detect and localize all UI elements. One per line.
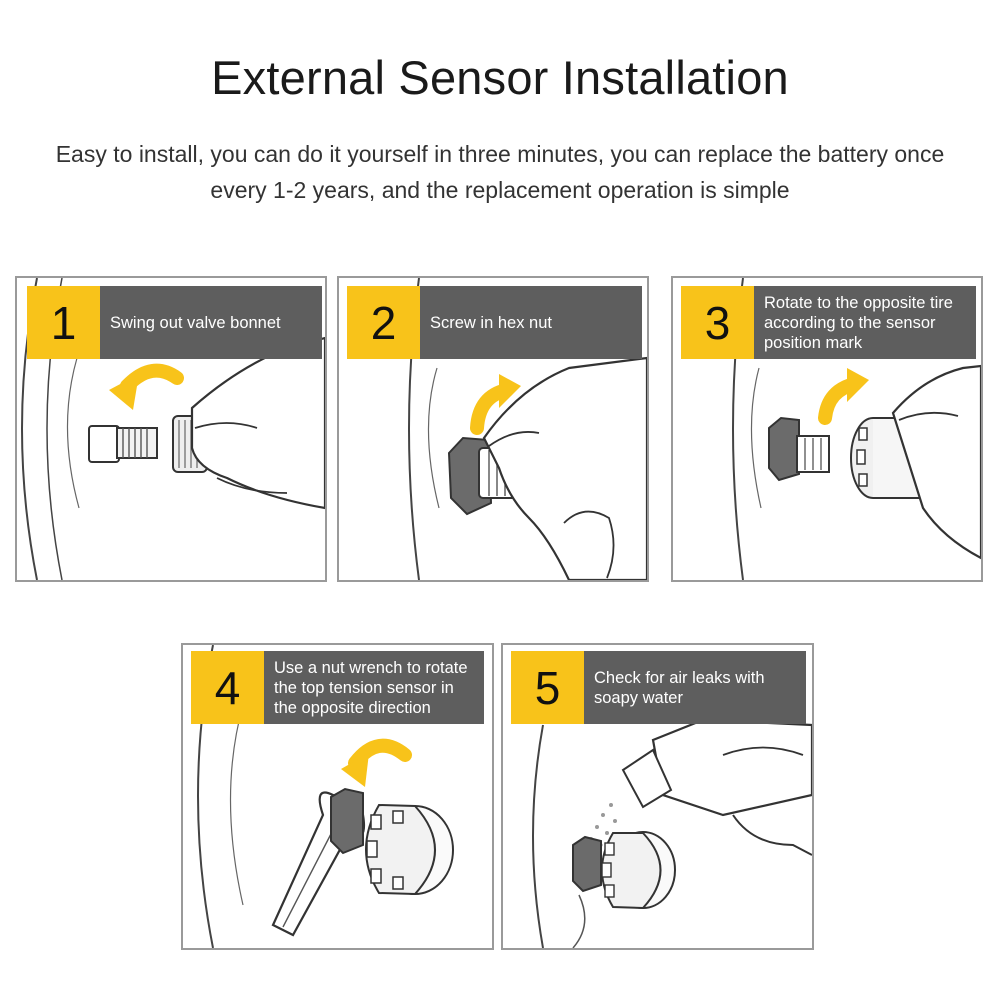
step-panel-2: 2 Screw in hex nut — [337, 276, 649, 582]
step-4-badge: 4 Use a nut wrench to rotate the top ten… — [191, 651, 484, 724]
step-1-number: 1 — [27, 286, 100, 359]
step-3-badge: 3 Rotate to the opposite tire according … — [681, 286, 976, 359]
page-title: External Sensor Installation — [211, 51, 789, 104]
step-3-text: Rotate to the opposite tire according to… — [754, 286, 976, 359]
step-2-text: Screw in hex nut — [420, 286, 642, 359]
step-1-badge: 1 Swing out valve bonnet — [27, 286, 322, 359]
step-5-number: 5 — [511, 651, 584, 724]
step-4-text: Use a nut wrench to rotate the top tensi… — [264, 651, 484, 724]
page-subtitle: Easy to install, you can do it yourself … — [55, 141, 945, 203]
step-panel-5: 5 Check for air leaks with soapy water — [501, 643, 814, 950]
step-5-badge: 5 Check for air leaks with soapy water — [511, 651, 806, 724]
step-panel-4: 4 Use a nut wrench to rotate the top ten… — [181, 643, 494, 950]
step-panel-1: 1 Swing out valve bonnet — [15, 276, 327, 582]
step-5-illustration — [532, 718, 812, 948]
step-panel-3: 3 Rotate to the opposite tire according … — [671, 276, 983, 582]
step-3-number: 3 — [681, 286, 754, 359]
step-2-number: 2 — [347, 286, 420, 359]
step-1-text: Swing out valve bonnet — [100, 286, 322, 359]
step-4-number: 4 — [191, 651, 264, 724]
step-2-badge: 2 Screw in hex nut — [347, 286, 642, 359]
step-5-text: Check for air leaks with soapy water — [584, 651, 806, 724]
step-1-illustration — [21, 278, 325, 580]
